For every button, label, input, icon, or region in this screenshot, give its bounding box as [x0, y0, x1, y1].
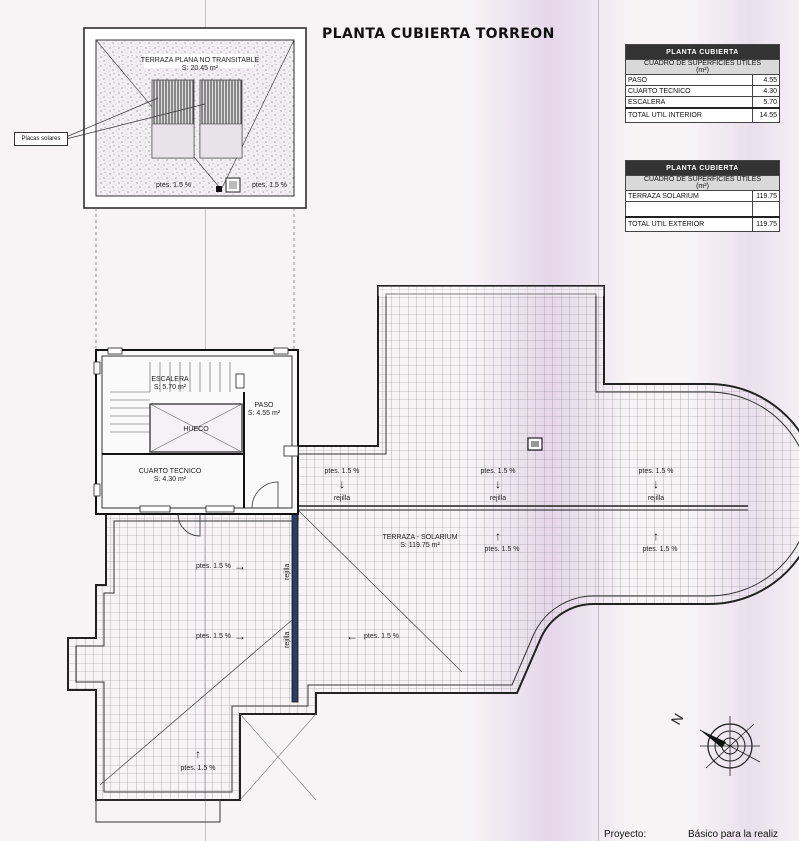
slope-label: ptes. 1.5 % [638, 468, 674, 475]
slope-label: ptes. 1.5 % [252, 182, 288, 189]
gutter-label: rejilla [333, 495, 351, 502]
table-unit: (m²) [696, 183, 709, 190]
table-cell: 4.55 [752, 74, 780, 86]
table-cell: ESCALERA [625, 96, 753, 109]
surface-table-exterior: PLANTA CUBIERTA CUADRO DE SUPERFICIES ÚT… [625, 160, 780, 232]
gutter-label: rejilla [284, 563, 291, 580]
table-cell: CUARTO TECNICO [625, 85, 753, 97]
terrace-outline [67, 285, 799, 801]
roof-detail [65, 27, 307, 209]
table-cell [625, 201, 753, 218]
table-subheader: CUADRO DE SUPERFICIES ÚTILES(m²) [625, 175, 780, 191]
table-subheader-text: CUADRO DE SUPERFICIES ÚTILES [643, 176, 762, 183]
table-cell: 5.70 [752, 96, 780, 109]
slope-arrow-icon: ↓ [653, 477, 659, 491]
slope-arrow-icon: ↑ [653, 529, 659, 543]
slope-label: ptes. 1.5 % [364, 633, 400, 640]
room-label-paso: PASO [254, 402, 274, 409]
callout-solar-panels: Placas solares [14, 132, 68, 146]
north-arrow-icon [699, 716, 761, 776]
slope-label: ptes. 1.5 % [180, 765, 216, 772]
room-label-escalera: ESCALERA [151, 376, 189, 383]
gutter-label: rejilla [647, 495, 665, 502]
slope-arrow-icon: ↑ [195, 747, 201, 761]
table-cell: 4.30 [752, 85, 780, 97]
slope-arrow-icon: ↓ [495, 477, 501, 491]
slope-arrow-icon: ↑ [495, 529, 501, 543]
tower-block [93, 347, 299, 537]
project-value: Básico para la realiz [688, 829, 779, 840]
projection-lines [95, 208, 295, 350]
table-cell [752, 201, 780, 218]
table-header: PLANTA CUBIERTA [625, 160, 780, 176]
room-area-paso: S: 4.55 m² [247, 410, 281, 417]
roof-detail-area: S: 20.45 m² [181, 65, 219, 72]
table-cell: PASO [625, 74, 753, 86]
table-cell: 119.75 [752, 216, 780, 232]
slope-label: ptes. 1.5 % [196, 633, 232, 640]
table-unit: (m²) [696, 67, 709, 74]
gutter-label: rejilla [489, 495, 507, 502]
slope-arrow-icon: → [234, 559, 246, 573]
table-cell: TERRAZA SOLARIUM [625, 190, 753, 202]
gutter-label: rejilla [284, 631, 291, 648]
slope-label: ptes. 1.5 % [642, 546, 678, 553]
room-area-cuarto-tecnico: S: 4.30 m² [153, 476, 187, 483]
surface-table-interior: PLANTA CUBIERTA CUADRO DE SUPERFICIES ÚT… [625, 44, 780, 123]
balcony-rail [95, 799, 221, 823]
slope-label: ptes. 1.5 % [480, 468, 516, 475]
room-label-terraza: TERRAZA - SOLARIUM [382, 534, 458, 541]
table-header: PLANTA CUBIERTA [625, 44, 780, 60]
drawing-title: PLANTA CUBIERTA TORREON [322, 26, 555, 42]
slope-arrow-icon: → [234, 629, 246, 643]
room-area-escalera: S: 5.70 m² [153, 384, 187, 391]
gutter-lines [99, 505, 748, 801]
table-row [625, 201, 780, 218]
slope-label: ptes. 1.5 % [484, 546, 520, 553]
slope-label: ptes. 1.5 % [156, 182, 192, 189]
table-subheader-text: CUADRO DE SUPERFICIES ÚTILES [643, 60, 762, 67]
slope-label: ptes. 1.5 % [196, 563, 232, 570]
table-cell: TOTAL UTIL EXTERIOR [625, 216, 753, 232]
slope-arrow-icon: ← [346, 629, 358, 643]
slope-arrow-icon: ↓ [339, 477, 345, 491]
project-label: Proyecto: [604, 829, 647, 840]
table-cell: 14.55 [752, 107, 780, 123]
room-label-cuarto-tecnico: CUARTO TECNICO [138, 468, 202, 475]
slope-label: ptes. 1.5 % [324, 468, 360, 475]
roof-detail-label: TERRAZA PLANA NO TRANSITABLE [140, 57, 260, 64]
room-area-terraza: S: 119.75 m² [400, 542, 440, 549]
table-cell: 119.75 [752, 190, 780, 202]
room-label-hueco: HUECO [183, 426, 209, 433]
table-subheader: CUADRO DE SUPERFICIES ÚTILES(m²) [625, 59, 780, 75]
table-cell: TOTAL UTIL INTERIOR [625, 107, 753, 123]
